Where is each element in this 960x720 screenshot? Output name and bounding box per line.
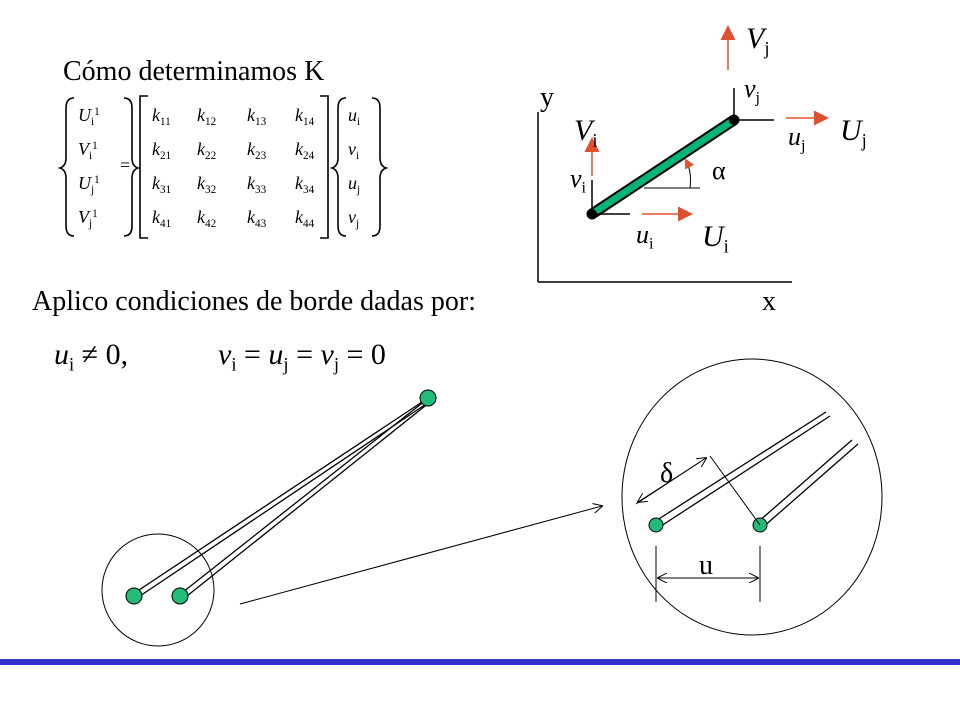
x-axis-label: x <box>762 286 776 317</box>
k-entry: k33 <box>247 173 267 196</box>
bar-element <box>588 116 738 218</box>
displaced-bar <box>181 401 431 601</box>
k-entry: k43 <box>247 207 267 230</box>
k-entry: k11 <box>152 105 171 128</box>
y-axis-label: y <box>540 82 554 113</box>
k-entry: k24 <box>295 139 315 162</box>
zoom-displaced-bar <box>761 443 859 529</box>
zoom-connector <box>239 506 602 605</box>
label-Vi: Vi <box>574 114 598 152</box>
lhs-entry: Ui1 <box>78 105 100 128</box>
k-entry: k21 <box>152 139 172 162</box>
rhs-entry: vj <box>348 207 360 230</box>
condition-ui-nonzero: ui ≠ 0, <box>54 338 129 376</box>
zoom-original-bar <box>657 415 831 529</box>
label-Ui: Ui <box>702 220 729 258</box>
k-entry: k12 <box>197 105 217 128</box>
original-bar <box>136 399 433 599</box>
k-entry: k13 <box>247 105 267 128</box>
displaced-node <box>171 587 189 605</box>
lhs-entry: Vi1 <box>78 139 98 162</box>
delta-label: δ <box>660 458 674 489</box>
zoom-original-node <box>648 517 664 533</box>
angle-alpha-label: α <box>712 156 726 185</box>
lhs-entry: Uj1 <box>78 173 100 196</box>
label-vi: vi <box>570 164 587 197</box>
k-entry: k31 <box>152 173 172 196</box>
u-dimension-label: u <box>699 550 713 581</box>
zoom-circle <box>621 358 883 636</box>
page-title: Cómo determinamos K <box>63 56 325 87</box>
k-entry: k23 <box>247 139 267 162</box>
label-Uj: Uj <box>840 114 867 152</box>
label-vj: vj <box>744 74 761 107</box>
detail-circle <box>101 533 215 647</box>
k-entry: k42 <box>197 207 217 230</box>
condition-zero-displacements: vi = uj = vj = 0 <box>218 338 386 376</box>
footer-bar <box>0 659 960 665</box>
boundary-conditions-label: Aplico condiciones de borde dadas por: <box>32 286 476 317</box>
original-node <box>125 587 143 605</box>
k-entry: k44 <box>295 207 315 230</box>
label-ui: ui <box>636 220 654 253</box>
rhs-entry: ui <box>348 105 361 128</box>
label-uj: uj <box>788 122 806 155</box>
k-entry: k14 <box>295 105 315 128</box>
equals-sign: = <box>120 155 131 175</box>
label-Vj: Vj <box>746 22 770 60</box>
fixed-node <box>419 389 437 407</box>
k-entry: k22 <box>197 139 217 162</box>
k-entry: k34 <box>295 173 315 196</box>
k-entry: k32 <box>197 173 217 196</box>
lhs-entry: Vj1 <box>78 207 98 230</box>
rhs-entry: uj <box>348 173 361 196</box>
rhs-entry: vi <box>348 139 360 162</box>
k-entry: k41 <box>152 207 172 230</box>
